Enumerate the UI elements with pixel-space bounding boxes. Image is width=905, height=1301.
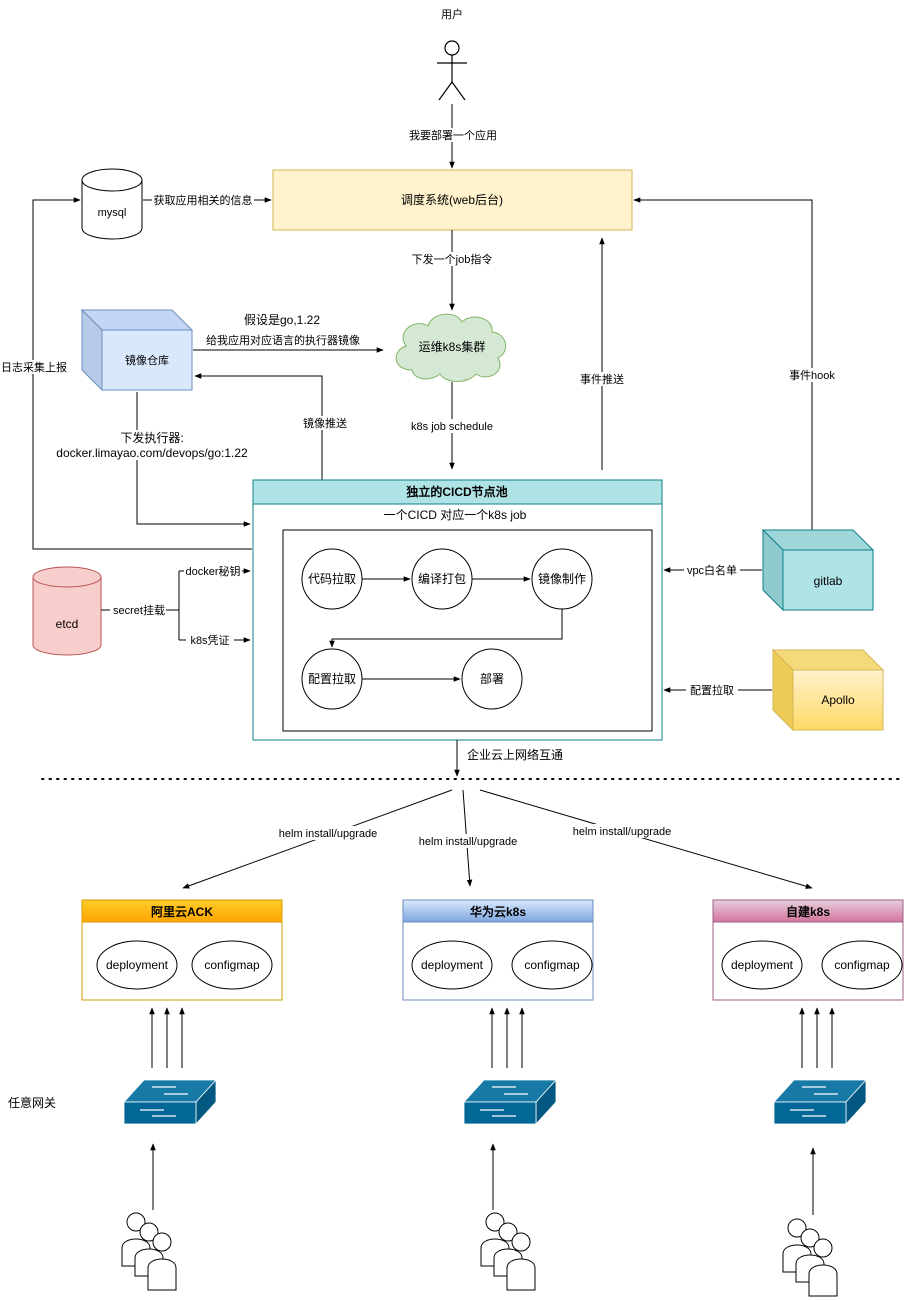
gateway-arrows-self — [799, 1007, 835, 1068]
edge-label-send-job: 下发一个job指令 — [412, 252, 493, 266]
user-label: 用户 — [441, 7, 463, 21]
edge-label-assume-go: 假设是go,1.22 — [244, 313, 320, 327]
edge-label-get-app-info: 获取应用相关的信息 — [154, 193, 253, 207]
mysql-label: mysql — [98, 207, 127, 219]
cluster-self-deployment: deployment — [731, 958, 794, 972]
apollo-box: Apollo — [771, 648, 885, 732]
ops-cluster-label: 运维k8s集群 — [419, 339, 486, 354]
cluster-self-built: 自建k8s deployment configmap — [712, 899, 904, 1001]
mysql-database: mysql — [81, 168, 143, 240]
switch-icon — [773, 1078, 867, 1126]
registry-box: 镜像仓库 — [80, 308, 194, 392]
step-config: 配置拉取 — [301, 648, 363, 710]
edge-label-helm-right: helm install/upgrade — [573, 826, 671, 838]
users-group-icon — [782, 1218, 838, 1297]
svg-text:代码拉取: 代码拉取 — [308, 571, 356, 586]
edge-pool-registry — [194, 373, 323, 480]
edge-label-issue-executor: 下发执行器: — [120, 430, 183, 445]
edge-label-config-pull: 配置拉取 — [690, 683, 734, 697]
edge-label-deploy-app: 我要部署一个应用 — [409, 128, 497, 142]
cicd-pool-subtitle: 一个CICD 对应一个k8s job — [384, 507, 527, 522]
cluster-aliyun-configmap: configmap — [204, 958, 260, 972]
step-deploy: 部署 — [461, 648, 523, 710]
edge-label-secret-mount: secret挂载 — [113, 603, 165, 617]
edge-label-event-hook: 事件hook — [789, 369, 835, 382]
cluster-self-title: 自建k8s — [786, 904, 830, 919]
switch-icon — [463, 1078, 557, 1126]
user-icon — [437, 40, 467, 101]
registry-label: 镜像仓库 — [125, 353, 169, 367]
edge-label-helm-left: helm install/upgrade — [279, 828, 377, 840]
edge-label-executor-image: docker.limayao.com/devops/go:1.22 — [56, 446, 248, 460]
edge-helm-self — [479, 789, 813, 889]
scheduler-box: 调度系统(web后台) — [272, 169, 633, 231]
etcd-label: etcd — [56, 617, 79, 631]
cluster-huawei-deployment: deployment — [421, 958, 484, 972]
edge-gitlab-scheduler — [633, 197, 813, 530]
cluster-aliyun-deployment: deployment — [106, 958, 169, 972]
edge-pool-mysql — [32, 197, 252, 550]
etcd-database: etcd — [32, 566, 102, 656]
cluster-self-configmap: configmap — [834, 958, 890, 972]
edge-step-3-4 — [329, 609, 563, 648]
edge-label-give-executor: 给我应用对应语言的执行器镜像 — [206, 333, 360, 347]
svg-text:镜像制作: 镜像制作 — [538, 571, 586, 586]
edge-label-event-push: 事件推送 — [580, 372, 624, 386]
edge-label-log-collect: 日志采集上报 — [1, 360, 67, 374]
gateway-arrows-ali — [149, 1007, 185, 1068]
users-group-icon — [480, 1212, 536, 1291]
gitlab-label: gitlab — [814, 574, 843, 588]
cluster-huawei-title: 华为云k8s — [470, 904, 526, 919]
edge-label-vpc-whitelist: vpc白名单 — [687, 563, 737, 577]
svg-text:配置拉取: 配置拉取 — [308, 671, 356, 686]
cluster-aliyun: 阿里云ACK deployment configmap — [81, 899, 283, 1001]
step-image: 镜像制作 — [531, 548, 593, 610]
svg-text:部署: 部署 — [480, 671, 504, 686]
gitlab-box: gitlab — [761, 528, 875, 612]
step-build: 编译打包 — [411, 548, 473, 610]
scheduler-label: 调度系统(web后台) — [401, 192, 503, 207]
edge-label-docker-secret: docker秘钥 — [185, 564, 240, 578]
edge-label-cloud-network: 企业云上网络互通 — [467, 747, 563, 762]
switch-icon — [123, 1078, 217, 1126]
gateway-arrows-huawei — [489, 1007, 525, 1068]
cicd-pool-title: 独立的CICD节点池 — [405, 484, 507, 499]
users-group-icon — [121, 1212, 177, 1291]
ops-cluster-cloud: 运维k8s集群 — [395, 313, 507, 382]
cluster-huawei: 华为云k8s deployment configmap — [402, 899, 594, 1001]
gateway-label: 任意网关 — [8, 1095, 56, 1110]
cluster-aliyun-title: 阿里云ACK — [151, 904, 213, 919]
apollo-label: Apollo — [821, 693, 855, 707]
step-pull-code: 代码拉取 — [301, 548, 363, 610]
edge-label-job-schedule: k8s job schedule — [411, 421, 493, 433]
edge-label-k8s-cred: k8s凭证 — [190, 633, 229, 647]
svg-text:编译打包: 编译打包 — [418, 571, 466, 586]
cluster-huawei-configmap: configmap — [524, 958, 580, 972]
edge-label-helm-mid: helm install/upgrade — [419, 836, 517, 848]
edge-label-image-push: 镜像推送 — [303, 416, 347, 430]
